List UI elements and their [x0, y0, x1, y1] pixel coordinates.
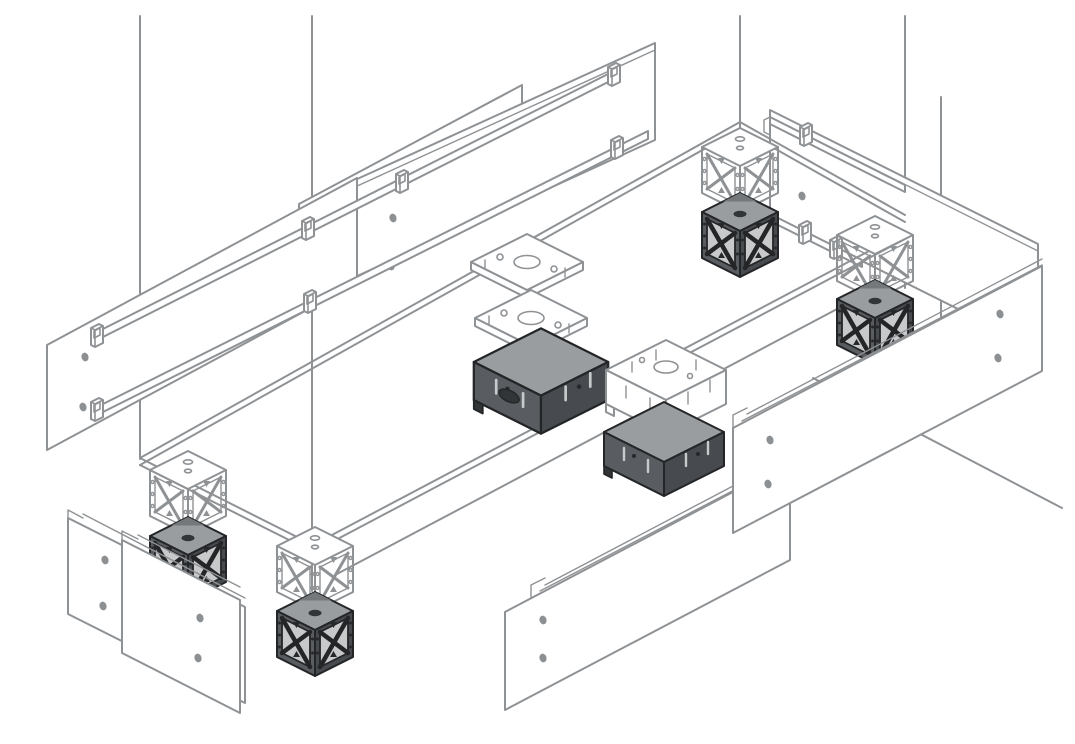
plinth-panel-front	[121, 530, 241, 714]
plinth-panel-right-rear	[732, 258, 1043, 534]
rail-clip	[798, 220, 812, 245]
rail-clip	[303, 289, 317, 314]
c-channel-dark	[602, 400, 726, 498]
rail-clip	[90, 323, 104, 348]
corner-cube-dark	[702, 193, 778, 277]
plinth-panels-front-right	[504, 258, 1043, 711]
rail-clip	[301, 216, 315, 241]
rail-clip	[607, 62, 621, 87]
adapter-plate-upper	[470, 233, 584, 299]
rail-clip	[395, 169, 409, 194]
rear-mounting-rails	[90, 62, 649, 422]
corner-cube-dark	[277, 592, 353, 676]
rail-clip	[610, 135, 624, 160]
rail-clip	[799, 122, 813, 147]
center-bracket-stack-left	[470, 233, 610, 436]
frame-edge-back-left	[139, 121, 741, 466]
corner-cube-stack-front-center	[277, 525, 353, 676]
channel-web-oval-hole	[498, 388, 520, 404]
corner-cube-stack-back-center	[702, 126, 778, 277]
rail-clip	[90, 397, 104, 422]
plinth-panel-front-right	[504, 455, 791, 711]
plinth-panels-front-left	[67, 509, 246, 714]
center-bracket-stack-right	[602, 339, 727, 498]
c-channel-dark	[472, 327, 610, 436]
